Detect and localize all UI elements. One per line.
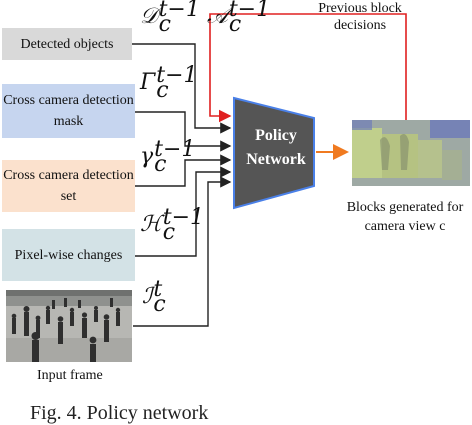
output-blocks-image [352,120,470,186]
detected-objects-label: Detected objects [20,36,114,52]
previous-decisions-label: Previous block decisions [318,1,402,33]
detected-objects-box: Detected objects [2,28,132,60]
input-frame-photo [6,290,132,362]
output-label: Blocks generated for camera view c [346,200,464,234]
arrow-detection-set [135,154,232,187]
arrow-previous-decisions [209,13,407,123]
input-frame-label: Input frame [37,368,103,383]
policy-network-label: Policy Network [246,127,306,168]
figure-caption: Fig. 4. Policy network [30,402,209,424]
arrow-detection-mask [135,111,232,152]
policy-network-block [233,96,315,210]
detection-set-box: Cross camera detection set [2,160,135,212]
arrow-detected-objects [132,43,232,134]
arrow-input-frame [133,176,232,327]
connector-lines [6,13,470,362]
arrow-pixel-changes [135,166,232,257]
pixel-changes-box: Pixel-wise changes [2,229,135,281]
detection-mask-label: Cross camera detection mask [3,93,134,129]
detection-mask-box: Cross camera detection mask [2,84,135,138]
pixel-changes-label: Pixel-wise changes [14,247,123,263]
detection-set-label: Cross camera detection set [3,168,134,204]
